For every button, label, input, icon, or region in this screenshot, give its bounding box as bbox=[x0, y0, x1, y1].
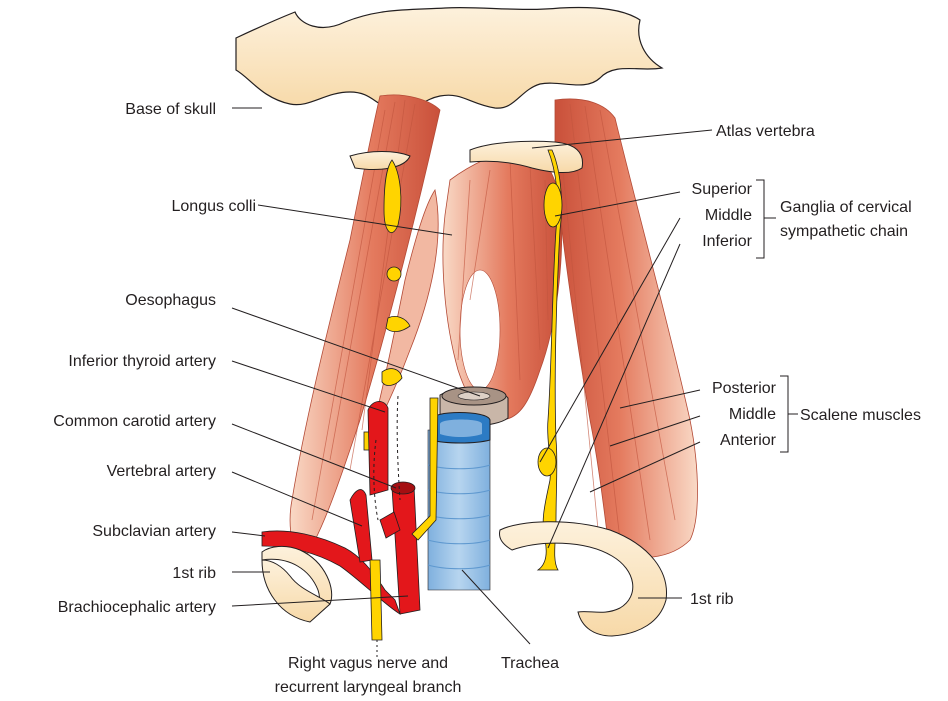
label-ganglion-superior: Superior bbox=[692, 181, 753, 198]
label-ganglion-inferior: Inferior bbox=[702, 233, 752, 250]
label-inferior-thyroid-artery: Inferior thyroid artery bbox=[68, 353, 216, 370]
label-ganglia-group-line1: Ganglia of cervical bbox=[780, 199, 912, 216]
label-vagus-line2: recurrent laryngeal branch bbox=[275, 679, 462, 696]
label-scalene-group: Scalene muscles bbox=[800, 407, 921, 424]
brachiocephalic-artery bbox=[392, 486, 420, 614]
first-rib-left bbox=[262, 546, 332, 622]
label-first-rib-left: 1st rib bbox=[172, 565, 216, 582]
label-scalene-posterior: Posterior bbox=[712, 380, 777, 397]
label-scalene-middle: Middle bbox=[729, 406, 776, 423]
label-ganglia-group-line2: sympathetic chain bbox=[780, 223, 908, 240]
label-scalene-anterior: Anterior bbox=[720, 432, 777, 449]
label-atlas-vertebra: Atlas vertebra bbox=[716, 123, 815, 140]
label-vagus-line1: Right vagus nerve and bbox=[288, 655, 448, 672]
label-ganglion-middle: Middle bbox=[705, 207, 752, 224]
longus-colli-gap bbox=[460, 270, 500, 390]
label-longus-colli: Longus colli bbox=[172, 198, 257, 215]
label-brachiocephalic-artery: Brachiocephalic artery bbox=[58, 599, 216, 616]
label-trachea: Trachea bbox=[501, 655, 559, 672]
label-common-carotid-artery: Common carotid artery bbox=[53, 413, 216, 430]
label-subclavian-artery: Subclavian artery bbox=[92, 523, 216, 540]
label-oesophagus: Oesophagus bbox=[125, 292, 216, 309]
label-first-rib-right: 1st rib bbox=[690, 591, 734, 608]
label-vertebral-artery: Vertebral artery bbox=[107, 463, 216, 480]
base-of-skull bbox=[236, 8, 662, 111]
label-base-of-skull: Base of skull bbox=[125, 101, 216, 118]
